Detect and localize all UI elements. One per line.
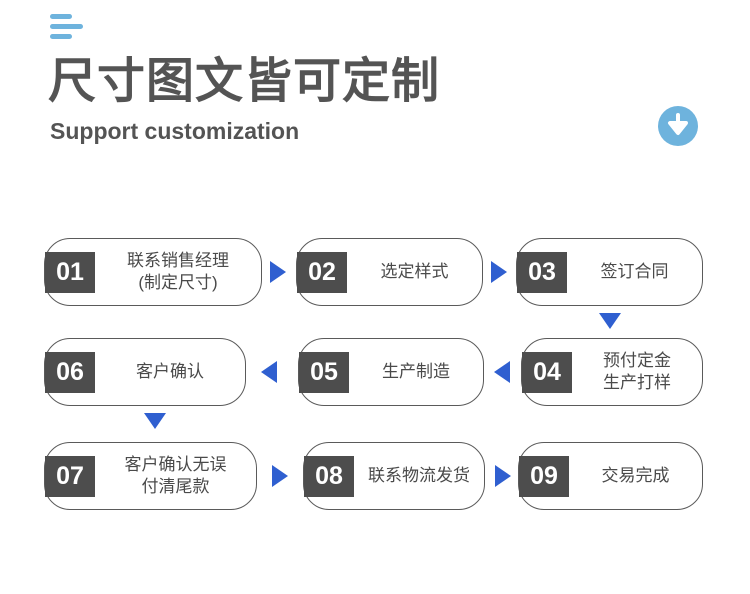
step-label-03: 签订合同 [600,262,669,282]
step-number-08: 08 [304,455,354,497]
connector-07-to-08 [272,465,288,487]
connector-01-to-02 [270,261,286,283]
step-label-07: 客户确认无误 付清尾款 [124,455,227,496]
step-number-05: 05 [299,351,349,393]
connector-05-to-06 [261,361,277,383]
connector-04-to-05 [494,361,510,383]
step-box-04[interactable]: 04 预付定金 生产打样 [521,338,703,406]
connector-03-to-04 [599,313,621,329]
page-subtitle: Support customization [50,118,300,144]
step-label-02: 选定样式 [380,262,449,282]
step-label-01: 联系销售经理 (制定尺寸) [127,251,229,292]
page-title: 尺寸图文皆可定制 [48,55,441,108]
step-box-09[interactable]: 09 交易完成 [518,442,703,510]
step-label-05: 生产制造 [382,362,450,382]
connector-06-to-07 [144,413,166,429]
step-box-05[interactable]: 05 生产制造 [298,338,484,406]
step-number-06: 06 [45,351,95,393]
connector-08-to-09 [495,465,511,487]
step-box-02[interactable]: 02 选定样式 [296,238,483,306]
step-label-08: 联系物流发货 [368,466,470,486]
step-label-06: 客户确认 [136,362,204,382]
step-label-04: 预付定金 生产打样 [603,351,671,392]
arrow-down-circle-icon[interactable] [658,106,698,146]
step-box-01[interactable]: 01 联系销售经理 (制定尺寸) [44,238,262,306]
hamburger-icon[interactable] [50,14,86,46]
step-number-04: 04 [522,351,572,393]
hamburger-bar-bottom [50,34,72,39]
step-box-06[interactable]: 06 客户确认 [44,338,246,406]
step-label-09: 交易完成 [601,466,670,486]
hamburger-bar-top [50,14,72,19]
connector-02-to-03 [491,261,507,283]
step-number-07: 07 [45,455,95,497]
step-number-01: 01 [45,251,95,293]
step-box-03[interactable]: 03 签订合同 [516,238,703,306]
page-header: 尺寸图文皆可定制 Support customization [0,0,750,180]
step-number-02: 02 [297,251,347,293]
step-number-03: 03 [517,251,567,293]
hamburger-bar-middle [50,24,83,29]
step-number-09: 09 [519,455,569,497]
process-flowchart: 01 联系销售经理 (制定尺寸) 02 选定样式 03 签订合同 06 客户确认… [0,180,750,594]
step-box-08[interactable]: 08 联系物流发货 [303,442,485,510]
step-box-07[interactable]: 07 客户确认无误 付清尾款 [44,442,257,510]
